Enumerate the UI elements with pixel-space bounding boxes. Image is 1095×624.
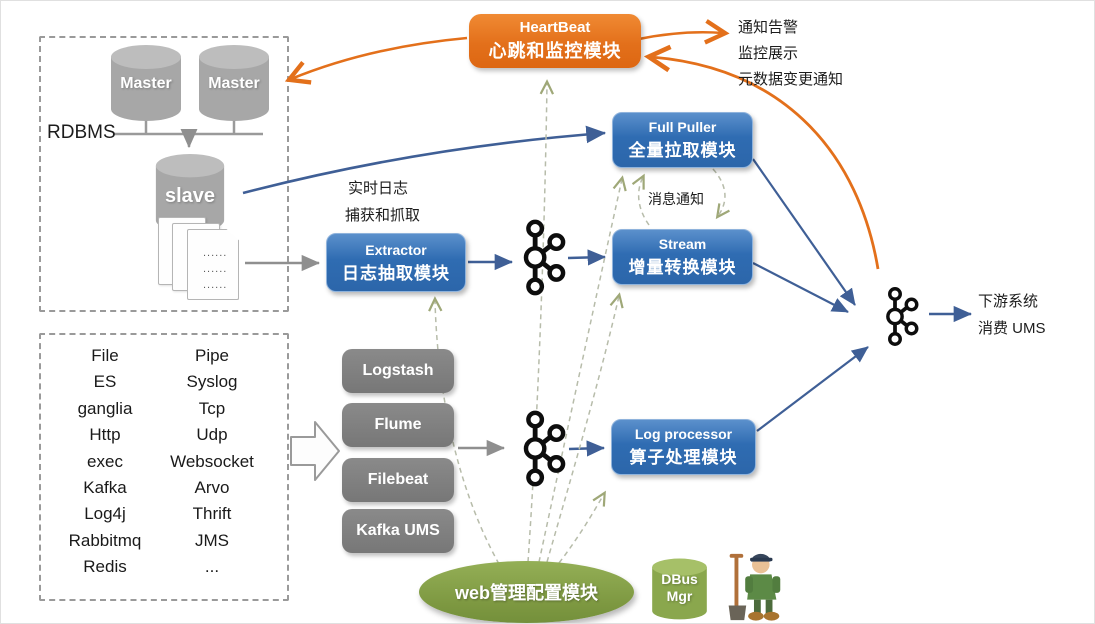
- source-item: Kafka: [83, 478, 127, 498]
- kafka-logo-icon: [875, 285, 921, 348]
- slave-db: slave: [151, 151, 229, 235]
- slave-db-label: slave: [164, 185, 216, 207]
- stream-module: Stream 增量转换模块: [612, 229, 753, 285]
- source-item: File: [91, 346, 119, 365]
- source-item: Log4j: [84, 504, 126, 524]
- worker-mascot-icon: [728, 553, 781, 621]
- source-item: ES: [93, 372, 117, 392]
- document-page: [187, 229, 239, 300]
- master-db-2: Master: [194, 43, 274, 123]
- heartbeat-title-zh: 心跳和监控模块: [488, 41, 622, 61]
- arrow-kafka1-to-stream: [567, 249, 607, 266]
- collector-flume: Flume: [342, 403, 454, 447]
- alert-line-3: 元数据变更通知: [738, 71, 844, 88]
- database-cylinder-icon: [652, 558, 707, 620]
- source-item: Redis: [83, 557, 127, 577]
- arrow-slave-to-full-puller: [242, 125, 607, 195]
- source-list-column-2: Pipe Syslog Tcp Udp Websocket Arvo Thrif…: [156, 343, 268, 581]
- database-cylinder-icon: [199, 45, 269, 121]
- arrow-kafka3-to-log-processor: [568, 440, 606, 457]
- dashed-arrow-full-puller-to-stream: [712, 168, 730, 220]
- log-sources-group-box: [39, 333, 289, 601]
- source-item: Arvo: [194, 478, 230, 498]
- collector-logstash: Logstash: [342, 349, 454, 393]
- alert-line-1: 通知告警: [738, 19, 799, 36]
- dashed-arrow-web-to-heartbeat: [527, 79, 555, 563]
- source-item: Thrift: [192, 504, 232, 524]
- dashed-arrows-web-config: [428, 79, 627, 565]
- arrow-full-puller-to-kafka2: [752, 158, 856, 306]
- source-item: Tcp: [198, 398, 226, 418]
- source-item: Syslog: [186, 372, 238, 392]
- kafka-logo-icon: [510, 408, 568, 489]
- realtime-log-label-2: 捕获和抓取: [345, 207, 421, 224]
- master-db-1-label: Master: [120, 75, 172, 92]
- arrow-stream-to-kafka2: [752, 262, 849, 313]
- log-processor-title-zh: 算子处理模块: [629, 448, 738, 467]
- document-dots: ...... ...... ......: [203, 247, 228, 291]
- collector-filebeat: Filebeat: [342, 458, 454, 502]
- arrow-heartbeat-to-alerts: [638, 32, 723, 39]
- kafka-logo-icon: [510, 217, 568, 298]
- dbus-mgr-label-line2: Mgr: [666, 588, 693, 604]
- alerts-text-block: 通知告警 监控展示 元数据变更通知: [738, 15, 843, 93]
- database-cylinder-icon: [111, 45, 181, 121]
- hollow-right-arrow-icon: [290, 421, 340, 481]
- database-cylinder-icon: [155, 154, 225, 232]
- extractor-title-en: Extractor: [365, 241, 427, 258]
- stream-title-zh: 增量转换模块: [628, 258, 737, 277]
- arrow-log-processor-to-kafka2: [756, 346, 869, 432]
- full-puller-title-zh: 全量拉取模块: [628, 141, 737, 160]
- web-config-label: web管理配置模块: [454, 583, 598, 603]
- heartbeat-module: HeartBeat 心跳和监控模块: [469, 14, 641, 68]
- web-config-module: web管理配置模块: [419, 561, 634, 623]
- dbus-mgr-db: DBus Mgr: [648, 557, 711, 621]
- stream-title-en: Stream: [658, 236, 707, 252]
- source-item: Http: [89, 425, 121, 445]
- dbus-mgr-label-line1: DBus: [661, 571, 698, 587]
- message-notify-label: 消息通知: [648, 191, 704, 207]
- downstream-text-block: 下游系统 消费 UMS: [978, 288, 1046, 342]
- master-db-2-label: Master: [208, 75, 260, 92]
- source-item: Rabbitmq: [68, 530, 142, 550]
- alert-line-2: 监控展示: [738, 45, 799, 62]
- log-processor-title-en: Log processor: [634, 426, 733, 442]
- source-item: Udp: [196, 425, 228, 445]
- source-item: Websocket: [170, 451, 254, 471]
- dbus-mgr-label: DBus Mgr: [648, 571, 711, 605]
- arrow-heartbeat-to-rdbms: [291, 36, 468, 79]
- source-item: exec: [87, 451, 123, 471]
- realtime-log-label-1: 实时日志: [348, 180, 409, 197]
- full-puller-module: Full Puller 全量拉取模块: [612, 112, 753, 168]
- downstream-line-2: 消费 UMS: [978, 320, 1046, 337]
- collector-kafka-ums: Kafka UMS: [342, 509, 454, 553]
- document-stack-icon: ...... ...... ......: [155, 213, 245, 305]
- dashed-arrow-web-to-log-processor: [558, 490, 606, 564]
- rdbms-label: RDBMS: [47, 122, 116, 143]
- source-item: ganglia: [77, 398, 133, 418]
- source-item: Pipe: [194, 346, 230, 365]
- log-processor-module: Log processor 算子处理模块: [611, 419, 756, 475]
- source-item: ...: [204, 557, 220, 577]
- source-item: JMS: [195, 530, 229, 550]
- extractor-title-zh: 日志抽取模块: [342, 263, 450, 283]
- extractor-module: Extractor 日志抽取模块: [326, 233, 466, 292]
- full-puller-title-en: Full Puller: [648, 119, 717, 135]
- master-db-1: Master: [106, 43, 186, 123]
- downstream-line-1: 下游系统: [978, 293, 1039, 310]
- heartbeat-title-en: HeartBeat: [519, 19, 591, 36]
- source-list-column-1: File ES ganglia Http exec Kafka Log4j Ra…: [57, 343, 153, 581]
